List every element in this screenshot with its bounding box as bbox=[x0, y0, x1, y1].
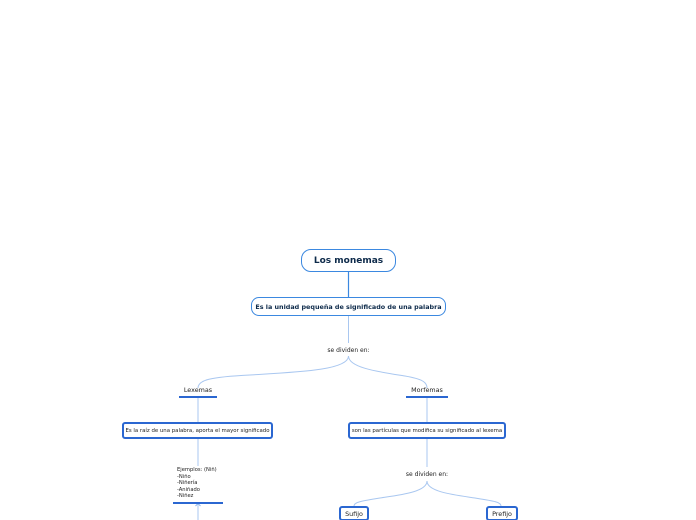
lexemas-description-node[interactable]: Es la raíz de una palabra, aporta el may… bbox=[122, 422, 273, 439]
example-line: Ejemplos: (Niñ) bbox=[177, 467, 217, 473]
lexemas-node-label: Lexemas bbox=[183, 385, 213, 394]
link-connector-lexemas bbox=[197, 355, 349, 389]
link-connector-sufijo bbox=[353, 480, 428, 507]
morfemas-description-label: son las partículas que modifica su signi… bbox=[351, 427, 503, 434]
link-connector-prefijo bbox=[426, 480, 502, 507]
morfemas-node[interactable]: Morfemas bbox=[406, 384, 448, 398]
example-line: -Niñez bbox=[177, 493, 194, 500]
link-connector-morfemas bbox=[348, 355, 428, 389]
root-node-label: Los monemas bbox=[313, 255, 384, 266]
sufijo-node[interactable]: Sufijo bbox=[339, 506, 369, 520]
morfemas-node-label: Morfemas bbox=[411, 385, 443, 394]
sufijo-node-label: Sufijo bbox=[345, 509, 363, 518]
morfemas-description-node[interactable]: son las partículas que modifica su signi… bbox=[348, 422, 506, 439]
definition-node[interactable]: Es la unidad pequeña de significado de u… bbox=[251, 297, 446, 316]
example-line: -Niñería bbox=[177, 480, 198, 487]
prefijo-node-label: Prefijo bbox=[492, 509, 512, 518]
prefijo-node[interactable]: Prefijo bbox=[486, 506, 518, 520]
root-node[interactable]: Los monemas bbox=[301, 249, 396, 272]
connector-label-morfemas[interactable]: se dividen en: bbox=[397, 468, 457, 480]
connector-label-morfemas-text: se dividen en: bbox=[405, 470, 449, 478]
connector-label-top[interactable]: se dividen en: bbox=[318, 344, 379, 356]
example-line: -Niño bbox=[177, 473, 191, 480]
definition-node-label: Es la unidad pequeña de significado de u… bbox=[255, 302, 442, 311]
connector-label-top-text: se dividen en: bbox=[327, 346, 370, 354]
lexemas-description-label: Es la raíz de una palabra, aporta el may… bbox=[125, 427, 270, 434]
example-line: -Aniñado bbox=[177, 486, 200, 493]
lexemas-examples-node[interactable]: Ejemplos: (Niñ) -Niño -Niñería -Aniñado … bbox=[173, 467, 223, 504]
lexemas-node[interactable]: Lexemas bbox=[179, 384, 217, 398]
